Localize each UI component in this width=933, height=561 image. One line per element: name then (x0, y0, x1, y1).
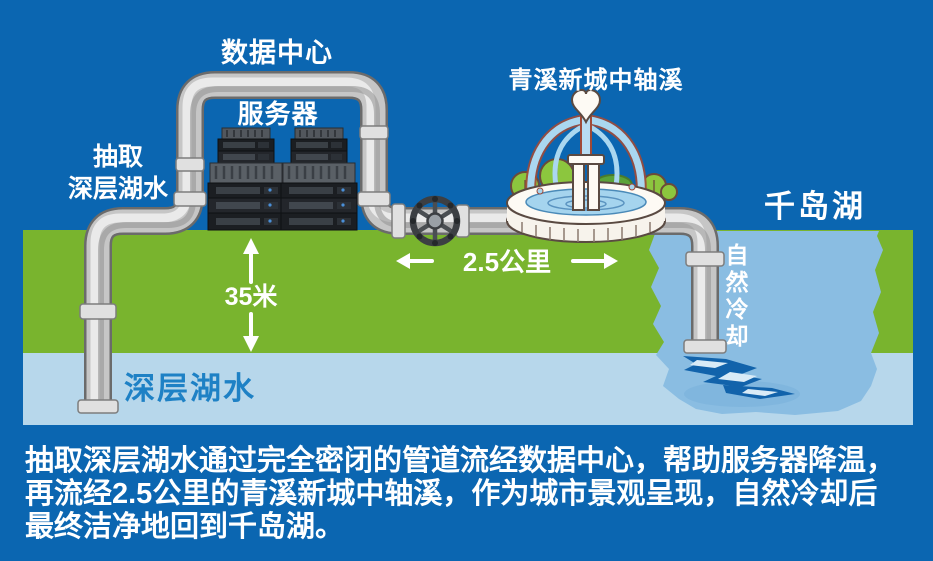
label-distance: 2.5公里 (463, 247, 551, 277)
server-rack-left (206, 126, 286, 232)
label-depth: 35米 (225, 283, 279, 311)
distance-arrow-right (571, 253, 618, 269)
label-stream: 青溪新城中轴溪 (509, 66, 684, 94)
label-extract-line1: 抽取 (93, 143, 143, 171)
svg-text:自: 自 (726, 242, 749, 268)
water-splash (683, 356, 800, 407)
depth-arrow (243, 238, 259, 352)
caption-line2: 再流经2.5公里的青溪新城中轴溪，作为城市景观呈现，自然冷却后 (25, 476, 877, 510)
heart-icon (570, 88, 602, 125)
label-extract-line2: 深层湖水 (68, 175, 169, 203)
svg-text:却: 却 (726, 323, 749, 349)
fountain-jets (525, 110, 647, 204)
label-lake: 千岛湖 (764, 189, 866, 224)
caption-line1: 抽取深层湖水通过完全密闭的管道流经数据中心，帮助服务器降温， (25, 443, 895, 477)
pipe-flanges (77, 125, 727, 414)
fountain (506, 88, 678, 243)
basin-ticks (521, 222, 651, 242)
server-rack-right (279, 126, 359, 232)
svg-text:然: 然 (726, 269, 749, 295)
valve-wheel-icon (409, 195, 461, 247)
label-servers: 服务器 (237, 99, 318, 129)
label-data-center: 数据中心 (221, 38, 333, 68)
label-deep-lake-water: 深层湖水 (124, 371, 256, 406)
caption: 抽取深层湖水通过完全密闭的管道流经数据中心，帮助服务器降温， 再流经2.5公里的… (25, 443, 895, 543)
label-natural-cooling: 自 然 冷 却 (726, 242, 749, 349)
distance-arrow-left (396, 253, 434, 269)
caption-line3: 最终洁净地回到千岛湖。 (25, 510, 344, 543)
svg-text:冷: 冷 (726, 296, 749, 322)
